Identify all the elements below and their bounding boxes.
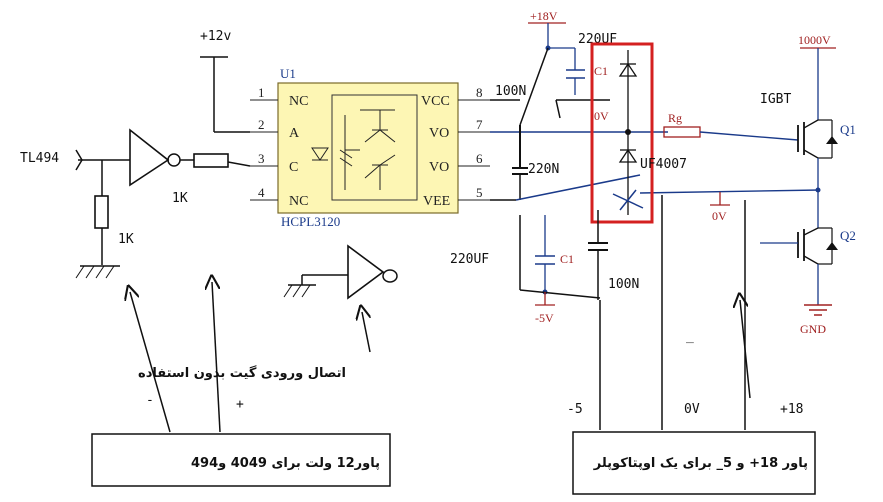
resistor-rg xyxy=(663,126,701,138)
output-section: +18V 100N 220UF C1 0V 220N Rg xyxy=(450,9,856,430)
label-diode: UF4007 xyxy=(640,157,687,172)
pin-7-name: VO xyxy=(429,126,449,141)
label-220n: 220N xyxy=(528,162,559,177)
pin-6-name: VO xyxy=(429,160,449,175)
box-left-text: پاور12 ولت برای 4049 و494 xyxy=(191,456,380,471)
label-100n-top: 100N xyxy=(495,84,526,99)
label-100n-bottom: 100N xyxy=(608,277,639,292)
label-cap-bottom: 220UF xyxy=(450,252,489,267)
pin-5-name: VEE xyxy=(423,194,450,209)
label-wire-p18: +18 xyxy=(780,402,803,417)
internal-led-icon xyxy=(311,147,329,161)
label-zero-top: 0V xyxy=(594,109,609,123)
label-rg: Rg xyxy=(668,111,682,125)
pin-1-name: NC xyxy=(289,94,308,109)
label-wire-neg5: -5 xyxy=(567,402,583,417)
pin-8-num: 8 xyxy=(476,85,483,100)
label-plus: + xyxy=(236,397,244,412)
box-right-text: پاور 18+ و 5_ برای یک اوپتاکوپلر xyxy=(593,456,808,471)
diode-top-icon xyxy=(618,62,638,77)
resistor-1k-pulldown xyxy=(94,195,109,229)
igbt-q1-icon xyxy=(797,119,838,159)
chip-part: HCPL3120 xyxy=(281,214,340,229)
pin-6-num: 6 xyxy=(476,151,483,166)
pin-2-num: 2 xyxy=(258,117,265,132)
label-wire-0v: 0V xyxy=(684,402,700,417)
label-dash-mark: _ xyxy=(686,329,694,344)
pin-1-num: 1 xyxy=(258,85,265,100)
diode-bottom-icon xyxy=(618,148,638,163)
annotations: اتصال ورودی گیت بدون استفاده - + -5 0V +… xyxy=(91,282,816,495)
pin-4-name: NC xyxy=(289,194,308,209)
chip-inner-box xyxy=(331,94,418,201)
inverter-icon xyxy=(129,128,170,187)
pin-3-num: 3 xyxy=(258,151,265,166)
label-r-pull: 1K xyxy=(118,232,134,247)
box-right xyxy=(572,431,816,495)
label-12v: +12v xyxy=(200,29,231,44)
box-left xyxy=(91,433,391,487)
label-q1: Q1 xyxy=(840,122,856,137)
note-unused-gate: اتصال ورودی گیت بدون استفاده xyxy=(138,365,346,381)
igbt-q2-icon xyxy=(797,227,838,265)
label-cap-bottom-name: C1 xyxy=(560,252,574,266)
label-zero-mid: 0V xyxy=(712,209,727,223)
label-tl494: TL494 xyxy=(20,151,59,166)
label-gnd: GND xyxy=(800,322,826,336)
label-cap-top-name: C1 xyxy=(594,64,608,78)
optocoupler-chip: U1 HCPL3120 1 2 3 4 NC A C NC 8 7 6 5 VC… xyxy=(250,66,490,229)
label-q2: Q2 xyxy=(840,228,856,243)
label-r-input: 1K xyxy=(172,191,188,206)
pin-8-name: VCC xyxy=(421,94,450,109)
label-18v: +18V xyxy=(530,9,558,23)
unused-inverter-icon xyxy=(347,244,385,300)
label-neg5v: -5V xyxy=(535,311,554,325)
internal-transistor-icon xyxy=(360,109,396,190)
pin-3-name: C xyxy=(289,160,298,175)
pin-4-num: 4 xyxy=(258,185,265,200)
resistor-1k-input xyxy=(193,153,229,168)
label-1000v: 1000V xyxy=(798,33,831,47)
chip-body xyxy=(277,82,459,214)
label-minus: - xyxy=(146,393,154,408)
chip-ref: U1 xyxy=(280,66,296,81)
highlight-box xyxy=(590,42,654,224)
label-igbt: IGBT xyxy=(760,92,791,107)
pin-2-name: A xyxy=(289,126,300,141)
pin-7-num: 7 xyxy=(476,117,483,132)
pin-5-num: 5 xyxy=(476,185,483,200)
input-section: +12v TL494 1K 1K xyxy=(20,29,398,300)
